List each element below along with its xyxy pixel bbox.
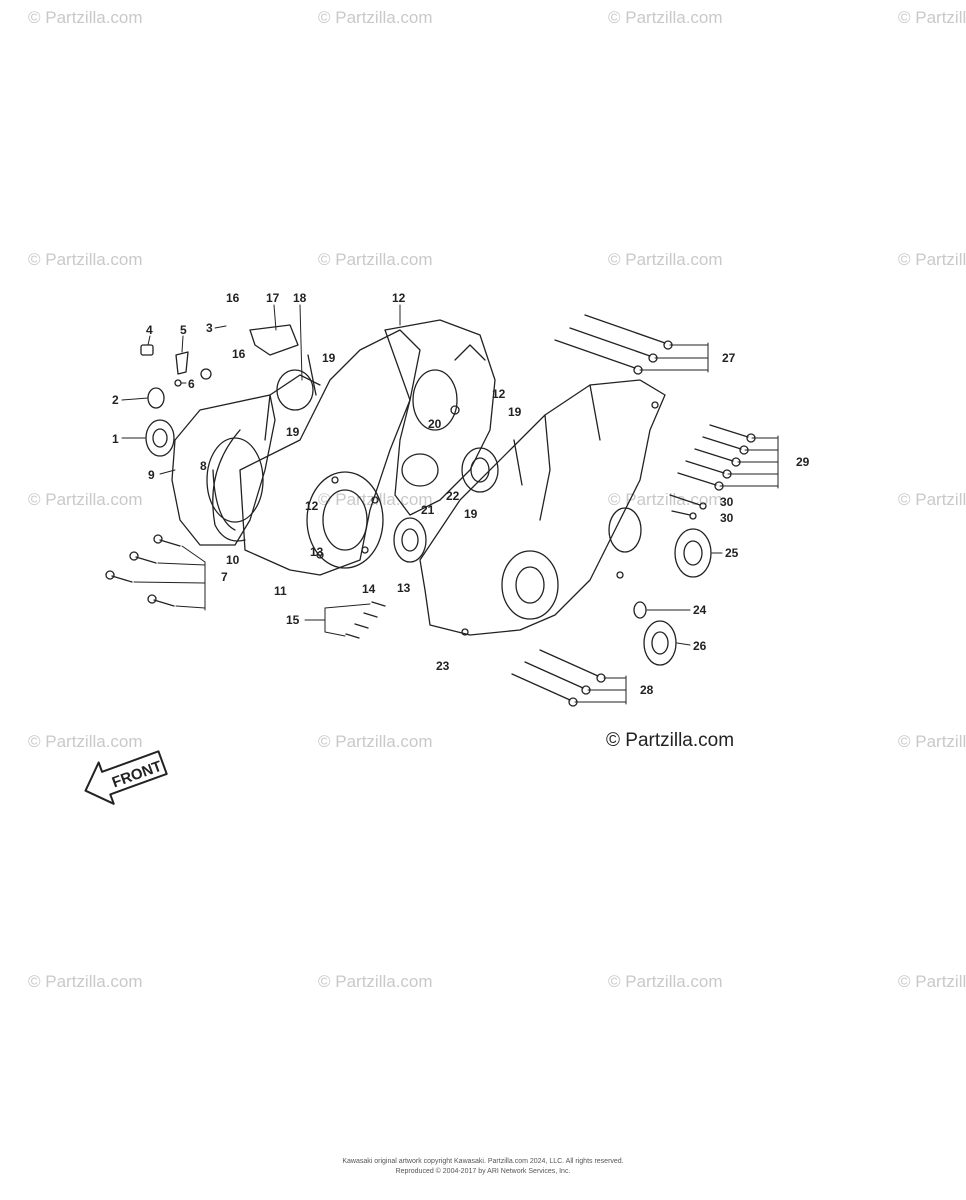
- footer-line-2: Reproduced © 2004-2017 by ARI Network Se…: [395, 1168, 571, 1175]
- watermark: © Partzilla.com: [898, 972, 966, 991]
- footer-line-1: Kawasaki original artwork copyright Kawa…: [342, 1158, 624, 1165]
- callout-19a: 19: [322, 351, 336, 365]
- watermark: © Partzilla.com: [608, 8, 723, 27]
- watermark: © Partzilla.com: [318, 972, 433, 991]
- callout-19d: 19: [464, 507, 478, 521]
- bolts-28: [511, 649, 606, 707]
- right-crankcase-half: [419, 379, 666, 636]
- outer-bearing: [643, 620, 677, 666]
- o-ring: [147, 387, 165, 409]
- callout-22: 22: [446, 489, 460, 503]
- callout-14: 14: [362, 582, 376, 596]
- callout-16b: 16: [232, 347, 246, 361]
- callout-9: 9: [148, 468, 155, 482]
- callout-20: 20: [428, 417, 442, 431]
- callout-5: 5: [180, 323, 187, 337]
- callout-26: 26: [693, 639, 707, 653]
- bracket: [249, 324, 299, 356]
- watermark: © Partzilla.com: [318, 8, 433, 27]
- left-crankcase-cover: [171, 394, 276, 546]
- studs-19: [307, 354, 523, 486]
- callout-16a: 16: [226, 291, 240, 305]
- left-crankcase-half: [239, 329, 421, 576]
- screws-15: [345, 601, 386, 639]
- callout-7: 7: [221, 570, 228, 584]
- callout-27: 27: [722, 351, 736, 365]
- bolts-27: [554, 314, 673, 375]
- callout-13a: 13: [310, 545, 324, 559]
- lower-bearing: [393, 517, 427, 563]
- leader-lines: [121, 304, 779, 705]
- plug: [175, 351, 189, 375]
- callout-1: 1: [112, 432, 119, 446]
- callout-12a: 12: [392, 291, 406, 305]
- callout-11: 11: [274, 584, 287, 598]
- bolts-30: [669, 494, 707, 520]
- bolts-7: [105, 534, 181, 607]
- watermark: © Partzilla.com: [608, 972, 723, 991]
- watermark: © Partzilla.com: [898, 732, 966, 751]
- callout-21: 21: [421, 503, 435, 517]
- callout-10: 10: [226, 553, 240, 567]
- circlip: [200, 368, 212, 380]
- callout-30a: 30: [720, 495, 734, 509]
- callout-28: 28: [640, 683, 654, 697]
- watermark: © Partzilla.com: [28, 732, 143, 751]
- callout-17: 17: [266, 291, 280, 305]
- front-arrow: FRONT: [84, 750, 168, 805]
- callout-24: 24: [693, 603, 707, 617]
- watermark: © Partzilla.com: [28, 250, 143, 269]
- watermark: © Partzilla.com: [608, 250, 723, 269]
- right-bearing: [674, 528, 712, 578]
- front-arrow-label: FRONT: [110, 758, 164, 792]
- watermark: © Partzilla.com: [318, 732, 433, 751]
- callout-15: 15: [286, 613, 300, 627]
- watermark: © Partzilla.com: [28, 8, 143, 27]
- callout-12b: 12: [492, 387, 506, 401]
- washer: [174, 379, 182, 387]
- callout-labels: 1 2 3 4 5 6 7 8 9 10 11 12 12 12 13 13 1…: [112, 291, 810, 697]
- watermark: © Partzilla.com: [898, 8, 966, 27]
- callout-19b: 19: [286, 425, 300, 439]
- center-oil-seal: [461, 447, 499, 493]
- watermark: © Partzilla.com: [318, 490, 433, 509]
- watermark: © Partzilla.com: [28, 490, 143, 509]
- callout-2: 2: [112, 393, 119, 407]
- watermark: © Partzilla.com: [898, 250, 966, 269]
- callout-8: 8: [200, 459, 207, 473]
- center-crankcase: [384, 319, 496, 516]
- watermark: © Partzilla.com: [608, 490, 723, 509]
- small-seal: [633, 601, 647, 619]
- bolts-29: [677, 424, 756, 491]
- callout-4: 4: [146, 323, 153, 337]
- watermark: © Partzilla.com: [318, 250, 433, 269]
- copyright-notice: © Partzilla.com: [606, 730, 735, 751]
- callout-6: 6: [188, 377, 195, 391]
- callout-13b: 13: [397, 581, 411, 595]
- callout-29: 29: [796, 455, 810, 469]
- callout-18: 18: [293, 291, 307, 305]
- callout-25: 25: [725, 546, 739, 560]
- callout-23: 23: [436, 659, 450, 673]
- gasket-ring: [212, 429, 246, 542]
- callout-12c: 12: [305, 499, 319, 513]
- callout-30b: 30: [720, 511, 734, 525]
- left-oil-seal: [145, 419, 175, 457]
- callout-3: 3: [206, 321, 213, 335]
- watermark: © Partzilla.com: [28, 972, 143, 991]
- callout-19c: 19: [508, 405, 522, 419]
- dowel-pin: [140, 344, 154, 356]
- watermark: © Partzilla.com: [898, 490, 966, 509]
